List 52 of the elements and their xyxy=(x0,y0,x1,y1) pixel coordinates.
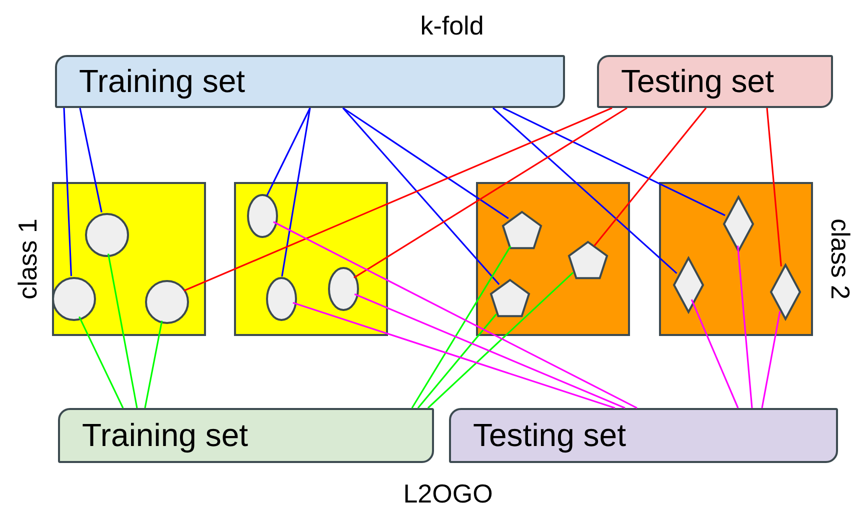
connector-line xyxy=(427,272,574,409)
connector-line xyxy=(292,302,616,409)
ellipse-marker xyxy=(266,277,296,321)
circle-marker xyxy=(145,280,189,324)
set-box xyxy=(597,55,833,108)
pentagon-marker xyxy=(502,211,542,249)
connector-line xyxy=(273,221,638,409)
set-title: Training set xyxy=(82,417,248,454)
diamond-marker xyxy=(770,264,800,320)
connector-line xyxy=(63,108,72,276)
connector-line xyxy=(492,107,678,274)
set-box xyxy=(449,408,838,463)
connector-line xyxy=(411,246,512,408)
circle-marker xyxy=(85,213,129,257)
set-box xyxy=(55,55,565,108)
pentagon-marker xyxy=(490,279,530,317)
ellipse-marker xyxy=(246,194,278,238)
connector-line xyxy=(107,254,138,408)
set-box xyxy=(58,408,434,463)
connector-line xyxy=(736,246,753,408)
circle-marker xyxy=(52,277,96,321)
connector-line xyxy=(281,108,311,277)
group-square xyxy=(52,182,206,336)
connector-line xyxy=(79,108,102,212)
set-title: Testing set xyxy=(473,417,626,454)
connector-line xyxy=(342,107,509,220)
connector-line xyxy=(761,311,781,408)
connector-line xyxy=(184,107,612,292)
caption-label: L2OGO xyxy=(403,478,493,508)
connector-line xyxy=(594,108,707,246)
set-title: Testing set xyxy=(621,63,774,100)
connector-line xyxy=(144,320,163,408)
set-title: Training set xyxy=(79,63,245,100)
connector-line xyxy=(266,108,311,196)
diamond-marker xyxy=(722,196,754,252)
caption-label: class 1 xyxy=(12,218,44,300)
caption-label: k-fold xyxy=(420,10,484,42)
connector-line xyxy=(502,107,726,216)
connector-line xyxy=(417,314,497,409)
connector-line xyxy=(342,107,500,285)
connector-line xyxy=(766,108,782,266)
pentagon-marker xyxy=(568,241,608,279)
group-square xyxy=(234,182,388,336)
ellipse-marker xyxy=(328,267,358,311)
caption-label: class 2 xyxy=(824,218,855,300)
group-square xyxy=(476,182,630,336)
connector-line xyxy=(78,316,124,408)
connector-line xyxy=(354,293,626,409)
group-square xyxy=(659,182,813,336)
diamond-marker xyxy=(672,257,704,313)
connector-line xyxy=(690,299,739,408)
connector-line xyxy=(354,107,628,278)
